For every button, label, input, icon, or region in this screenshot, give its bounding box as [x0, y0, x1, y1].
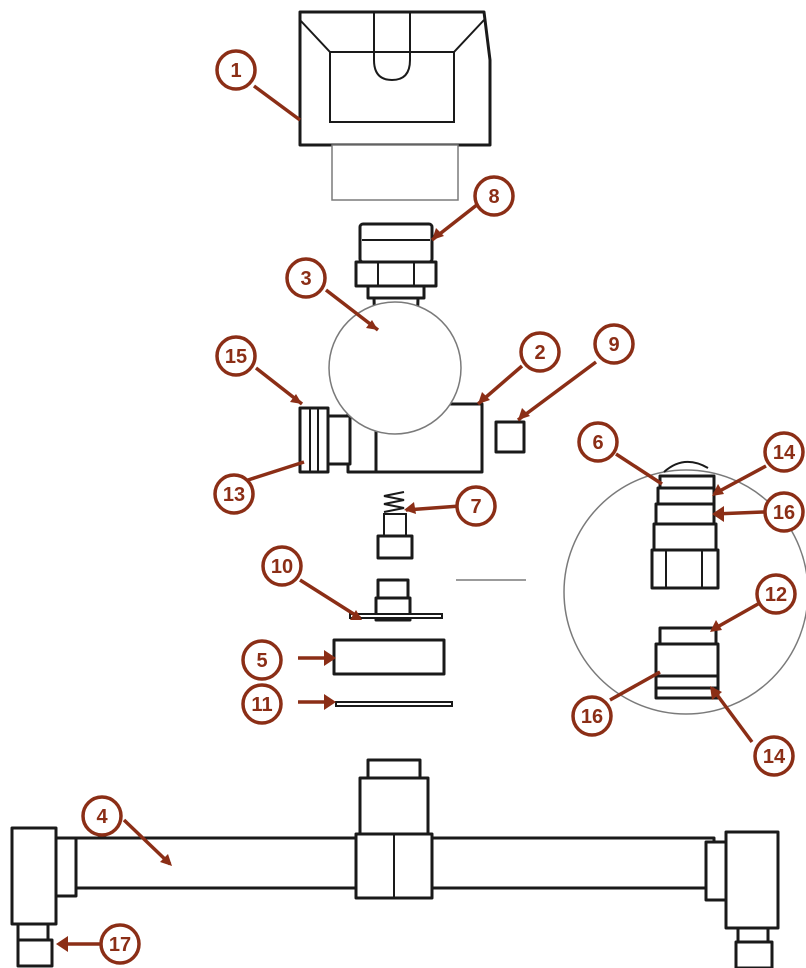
- callout-circle: [261, 545, 303, 587]
- callout-group: 1 8 3 15 2 9 13 7 6 14 16 12 16 14 10 5 11 4 17: [81, 49, 805, 965]
- callout-1: 1: [215, 49, 257, 91]
- callout-16: 16: [571, 695, 613, 737]
- callout-6: 6: [577, 421, 619, 463]
- callout-circle: [455, 485, 497, 527]
- callout-circle: [241, 683, 283, 725]
- part-5-ring: [332, 638, 446, 676]
- callout-7: 7: [455, 485, 497, 527]
- callout-label: 16: [581, 706, 603, 728]
- callout-4: 4: [81, 795, 123, 837]
- callout-circle: [241, 639, 283, 681]
- callout-circle: [753, 735, 795, 777]
- callout-circle: [593, 323, 635, 365]
- callout-14: 14: [763, 431, 805, 473]
- callout-label: 7: [470, 496, 481, 518]
- part-9-block: [494, 420, 526, 454]
- callout-12: 12: [755, 573, 797, 615]
- callout-15: 15: [215, 335, 257, 377]
- part-7-detail: [328, 301, 526, 622]
- callout-14: 14: [753, 735, 795, 777]
- callout-label: 17: [109, 934, 131, 956]
- callout-label: 12: [765, 584, 787, 606]
- callout-circle: [213, 473, 255, 515]
- callout-13: 13: [213, 473, 255, 515]
- callout-circle: [99, 923, 141, 965]
- callout-label: 2: [534, 342, 545, 364]
- leader-lines: [56, 84, 767, 952]
- part-11-washer: [335, 701, 453, 707]
- callout-circle: [215, 49, 257, 91]
- callout-label: 11: [251, 694, 272, 716]
- callout-circle: [763, 431, 805, 473]
- callout-label: 14: [773, 442, 796, 464]
- callout-label: 16: [773, 502, 795, 524]
- callout-label: 13: [223, 484, 245, 506]
- part-1-cap: [298, 10, 492, 201]
- callout-17: 17: [99, 923, 141, 965]
- callout-label: 10: [271, 556, 293, 578]
- callout-5: 5: [241, 639, 283, 681]
- callout-label: 9: [608, 334, 619, 356]
- part-8-fitting: [354, 222, 438, 300]
- callout-circle: [519, 331, 561, 373]
- part-10-gasket: [349, 613, 443, 619]
- callout-11: 11: [241, 683, 283, 725]
- callout-label: 4: [96, 806, 108, 828]
- detail-circle-right: [563, 461, 806, 715]
- callout-10: 10: [261, 545, 303, 587]
- callout-label: 6: [592, 432, 603, 454]
- callout-label: 8: [488, 186, 499, 208]
- callout-circle: [285, 257, 327, 299]
- part-4-tee-pipe: [10, 758, 780, 968]
- callout-circle: [215, 335, 257, 377]
- callout-2: 2: [519, 331, 561, 373]
- callout-label: 3: [300, 268, 311, 290]
- callout-label: 15: [225, 346, 247, 368]
- callout-circle: [763, 491, 805, 533]
- callout-label: 1: [230, 60, 241, 82]
- callout-circle: [577, 421, 619, 463]
- callout-circle: [473, 175, 515, 217]
- callout-3: 3: [285, 257, 327, 299]
- callout-circle: [571, 695, 613, 737]
- callout-circle: [81, 795, 123, 837]
- callout-circle: [755, 573, 797, 615]
- callout-9: 9: [593, 323, 635, 365]
- callout-16: 16: [763, 491, 805, 533]
- callout-label: 14: [763, 746, 786, 768]
- callout-label: 5: [256, 650, 267, 672]
- callout-8: 8: [473, 175, 515, 217]
